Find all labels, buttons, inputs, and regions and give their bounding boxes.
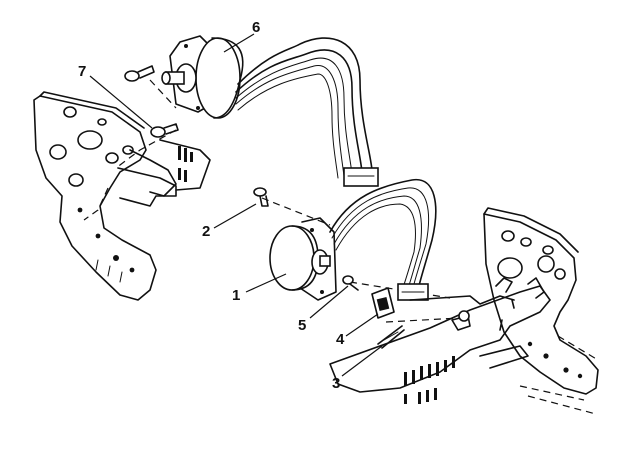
callout-5: 5 — [298, 317, 306, 334]
callout-7: 7 — [78, 63, 86, 80]
callout-leaders — [89, 33, 383, 377]
lower-wire-harness — [329, 178, 437, 301]
pin-3 — [377, 325, 405, 349]
callout-1: 1 — [232, 287, 240, 304]
upper-screws — [124, 65, 179, 138]
callout-4: 4 — [336, 331, 345, 348]
upper-stepper-motor — [161, 35, 244, 119]
right-side-frame — [483, 207, 599, 395]
callout-labels: 1 2 3 4 5 6 7 — [78, 19, 345, 392]
upper-wire-harness — [235, 37, 379, 187]
left-bracket-slots — [178, 146, 193, 182]
callout-2: 2 — [202, 223, 210, 240]
lower-frame-bracket — [329, 277, 597, 415]
lower-bracket-slots — [404, 356, 455, 404]
screw-2 — [253, 187, 269, 207]
lower-stepper-motor — [269, 217, 337, 301]
plate-4 — [371, 287, 395, 319]
screw-5 — [342, 275, 359, 291]
callout-3: 3 — [332, 375, 340, 392]
left-side-frame — [33, 91, 177, 301]
left-bracket — [117, 139, 211, 207]
callout-6: 6 — [252, 19, 260, 36]
assembly-lines — [83, 79, 599, 361]
